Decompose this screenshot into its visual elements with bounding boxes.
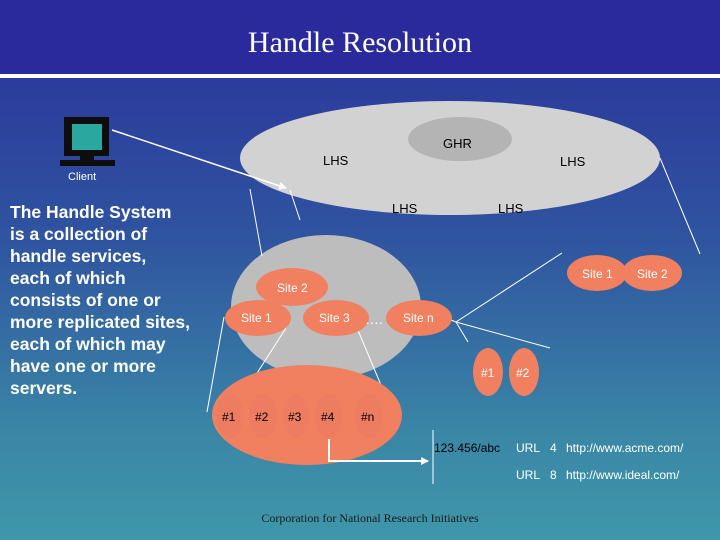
description-line: have one or more — [10, 356, 156, 376]
lhs-label-2: LHS — [560, 154, 586, 169]
description-text: The Handle System is a collection of han… — [10, 201, 210, 399]
server-3-label: #3 — [288, 410, 302, 424]
lhs-label-4: LHS — [498, 201, 524, 216]
server-4-label: #4 — [321, 410, 335, 424]
right-server-2-label: #2 — [516, 366, 530, 380]
handle-id: 123.456/abc — [434, 441, 500, 455]
site-n-label: Site n — [403, 311, 434, 325]
record-index: 8 — [550, 468, 557, 482]
server-n-label: #n — [361, 410, 374, 424]
right-site-2-label: Site 2 — [637, 267, 668, 281]
site-1-label: Site 1 — [241, 311, 272, 325]
server-n-oval — [355, 394, 383, 438]
right-server-2-oval — [509, 348, 539, 396]
server-1-oval — [216, 394, 244, 438]
ghr-label: GHR — [443, 136, 472, 151]
right-server-1-oval — [473, 348, 503, 396]
client-computer-icon — [60, 117, 115, 166]
right-site-2-ellipse — [622, 255, 682, 291]
site-3-ellipse — [303, 300, 369, 336]
description-line: is a collection of — [10, 224, 148, 244]
server-2-label: #2 — [255, 410, 269, 424]
title-divider — [0, 74, 720, 78]
ghr-ellipse — [408, 117, 512, 161]
description-line: each of which may — [10, 334, 166, 354]
handle-record-1: URL 4 http://www.acme.com/ — [516, 441, 684, 455]
description-line: handle services, — [10, 246, 147, 266]
right-server-1-label: #1 — [481, 366, 495, 380]
lhs-label-1: LHS — [323, 153, 349, 168]
site-ellipsis: …. — [365, 311, 383, 327]
server-2-oval — [249, 394, 277, 438]
record-type: URL — [516, 441, 540, 455]
record-value: http://www.acme.com/ — [566, 441, 684, 455]
record-type: URL — [516, 468, 540, 482]
description-line: consists of one or — [10, 290, 161, 310]
description-line: The Handle System — [10, 202, 172, 222]
site-1-ellipse — [225, 300, 291, 336]
record-index: 4 — [550, 441, 557, 455]
client-to-ghr-arrow — [111, 129, 287, 190]
description-line: each of which — [10, 268, 126, 288]
description-line: more replicated sites, — [10, 312, 190, 332]
server-1-label: #1 — [222, 410, 236, 424]
lhs-label-3: LHS — [392, 201, 418, 216]
site-2-ellipse — [256, 268, 328, 306]
handle-record-2: URL 8 http://www.ideal.com/ — [516, 468, 680, 482]
right-site-1-label: Site 1 — [582, 267, 613, 281]
footer-credit: Corporation for National Research Initia… — [261, 511, 479, 525]
site-2-label: Site 2 — [277, 281, 308, 295]
handle-lookup-arrow — [328, 439, 429, 465]
description-line: servers. — [10, 378, 78, 398]
site-3-label: Site 3 — [319, 311, 350, 325]
slide-title: Handle Resolution — [247, 26, 473, 59]
server-4-oval — [315, 394, 343, 438]
record-value: http://www.ideal.com/ — [566, 468, 680, 482]
title-band — [0, 0, 720, 74]
server-3-oval — [282, 394, 310, 438]
right-site-1-ellipse — [567, 255, 627, 291]
client-label: Client — [68, 171, 96, 183]
site-n-ellipse — [386, 300, 452, 336]
